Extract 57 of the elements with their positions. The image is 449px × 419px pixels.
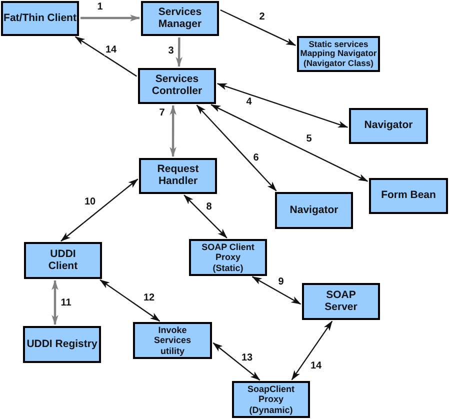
edge-label: 7	[158, 108, 166, 118]
box-label: Navigator	[364, 120, 413, 132]
double-headed-arrow	[60, 178, 138, 242]
box-label: Invoke Services utility	[152, 325, 192, 356]
edge-label: 10	[83, 196, 97, 208]
edge-label: 5	[305, 134, 313, 144]
box-label: Fat/Thin Client	[4, 12, 76, 24]
component-box	[138, 68, 216, 104]
arrow	[74, 36, 138, 77]
box-label: SOAP Client Proxy (Static)	[200, 242, 256, 273]
double-headed-arrow	[210, 104, 368, 182]
component-box	[302, 283, 380, 320]
edge-label: 2	[258, 12, 266, 22]
double-headed-arrow	[170, 105, 176, 157]
edge-label: 6	[252, 152, 260, 164]
box-label: Request Handler	[156, 164, 200, 188]
edge-label: 11	[60, 298, 72, 308]
box-label: UDDI Client	[47, 248, 79, 272]
box-label: SoapClient Proxy (Dynamic)	[246, 384, 296, 415]
box-label: UDDI Registry	[26, 338, 98, 350]
component-box	[275, 192, 353, 229]
component-box	[189, 239, 267, 276]
box-label: Services Controller	[150, 74, 204, 98]
arrow	[80, 14, 140, 22]
component-box	[139, 158, 217, 194]
edge-label: 14	[309, 360, 323, 372]
component-box	[1, 1, 79, 36]
arrow	[176, 38, 182, 67]
double-headed-arrow	[216, 83, 348, 128]
edge-label: 14	[104, 44, 118, 56]
double-headed-arrow	[212, 342, 260, 381]
component-box	[369, 178, 448, 214]
edge-label: 13	[240, 352, 254, 364]
double-headed-arrow	[291, 320, 333, 380]
edge-label: 1	[96, 2, 104, 12]
box-label: Static services Mapping Navigator (Navigator Class)	[299, 40, 378, 68]
component-box	[23, 326, 101, 363]
double-headed-arrow	[184, 194, 228, 238]
component-box	[349, 108, 428, 144]
box-label: SOAP Server	[324, 290, 358, 314]
edge-label: 3	[167, 46, 175, 56]
edge-label: 9	[277, 276, 285, 288]
double-headed-arrow	[100, 279, 160, 322]
arrow	[220, 9, 296, 46]
edge-label: 12	[142, 292, 156, 304]
box-label: Navigator	[290, 204, 338, 216]
component-box	[24, 242, 102, 279]
box-label: Form Bean	[381, 190, 436, 202]
double-headed-arrow	[196, 104, 277, 192]
double-headed-arrow	[252, 276, 302, 305]
edge-label: 4	[245, 96, 253, 108]
component-box	[133, 322, 212, 359]
component-box	[232, 381, 310, 418]
component-box	[141, 1, 219, 36]
box-label: Services Manager	[157, 6, 203, 30]
double-headed-arrow	[52, 280, 58, 325]
edge-label: 8	[205, 202, 213, 212]
